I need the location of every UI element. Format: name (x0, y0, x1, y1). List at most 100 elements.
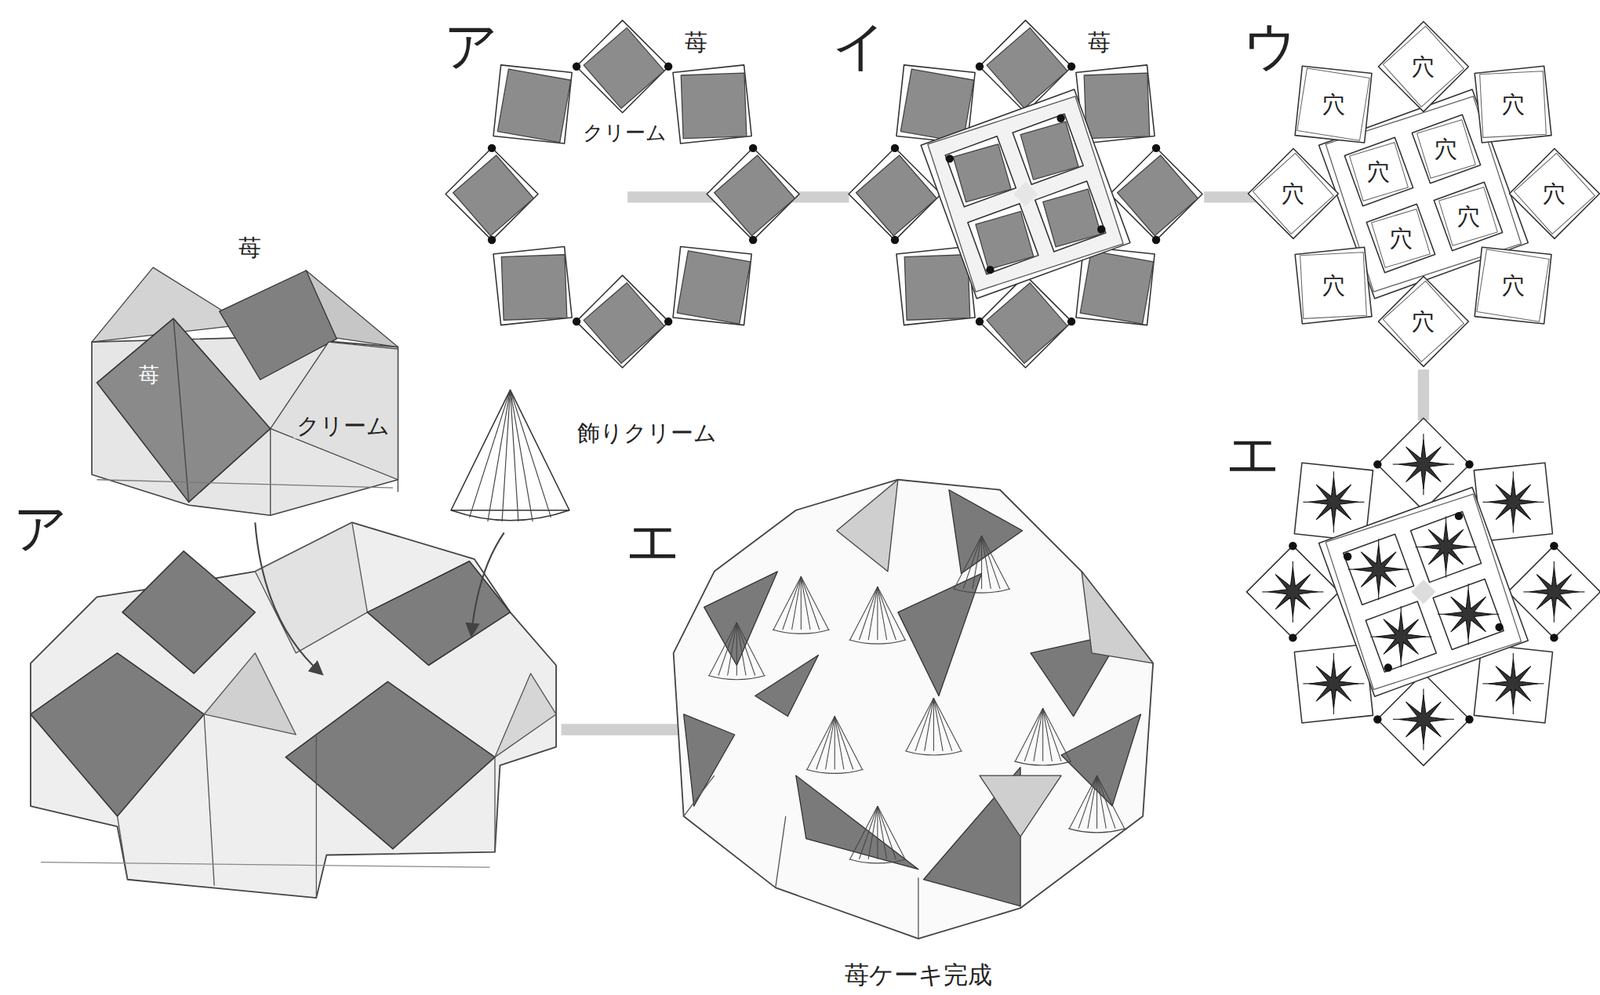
cone-fold (469, 389, 510, 518)
flow-bar (1418, 369, 1430, 421)
pyramid-face (1081, 571, 1153, 664)
hole-label: 穴 (1367, 160, 1390, 183)
square-outline (1295, 65, 1373, 143)
star-symbol (1443, 589, 1493, 639)
junction-dot (1152, 236, 1160, 244)
cone-fold (877, 806, 896, 860)
square-outline (1297, 68, 1370, 141)
square-outline (1476, 249, 1550, 322)
junction-dot (945, 154, 954, 163)
part-label: 苺 (138, 363, 160, 386)
cone-fold (858, 586, 877, 640)
square-outline (1439, 186, 1499, 246)
junction-dot (985, 265, 994, 274)
hole-label: 穴 (1322, 274, 1346, 298)
hole-label: 穴 (1501, 92, 1525, 116)
grey-square (856, 155, 938, 237)
fold-line (683, 775, 715, 817)
fold-line (29, 663, 31, 715)
pyramid-face (979, 775, 1062, 837)
cone-fold (915, 698, 934, 752)
junction-dot (1465, 715, 1473, 724)
center-mark (1410, 579, 1436, 604)
junction-dot (1343, 552, 1352, 561)
junction-dot (1288, 541, 1297, 550)
hole-square: 穴 (1377, 20, 1470, 113)
strawberry-face (97, 318, 271, 502)
junction-dot (890, 236, 899, 244)
cake-walls (673, 480, 1153, 939)
part-label: 苺 (1087, 30, 1111, 55)
star-symbol (1399, 440, 1448, 489)
square-outline (1365, 601, 1437, 673)
strawberry-face (683, 714, 735, 807)
cone-base (848, 859, 906, 864)
pyramid-face (203, 653, 296, 735)
step-letter: イ (832, 16, 888, 75)
cone-fold (718, 622, 737, 677)
square-outline (1252, 153, 1334, 235)
cone-fold (877, 806, 906, 860)
cone-fold (933, 698, 961, 752)
cone-base (952, 589, 1011, 593)
square-outline (1513, 153, 1595, 235)
cone-fold (981, 535, 1010, 590)
part-label: クリーム (294, 414, 393, 439)
hole-label: 穴 (1501, 274, 1525, 298)
cone-fold (1043, 708, 1071, 762)
cone-fold (487, 389, 511, 522)
cream-cone (450, 389, 570, 511)
square-outline (1035, 181, 1106, 252)
square-outline (1343, 534, 1415, 605)
cone-fold (850, 806, 878, 860)
square-outline (576, 275, 670, 368)
step-letter: エ (625, 511, 681, 570)
star-symbol (1488, 659, 1538, 709)
hole-square: 穴 (1365, 203, 1437, 274)
grey-square (952, 144, 1011, 203)
square-outline (1509, 149, 1600, 240)
cone-fold (800, 576, 829, 630)
cone-fold (924, 698, 935, 752)
square-outline (1300, 252, 1368, 320)
square-outline (945, 136, 1016, 208)
junction-dot (890, 144, 899, 153)
cone-fold (1015, 708, 1044, 762)
hole-label: 穴 (1411, 54, 1435, 78)
cone-fold (1042, 708, 1044, 762)
square-outline (1475, 247, 1553, 324)
square-outline (920, 89, 1131, 299)
cone-fold (510, 389, 534, 522)
cone-fold (816, 716, 835, 771)
cone-fold (800, 576, 819, 630)
strawberry-face (1061, 714, 1141, 807)
cone-fold (905, 698, 934, 752)
grey-square (1117, 155, 1199, 237)
hole-label: 穴 (1434, 138, 1458, 161)
junction-dot (975, 62, 984, 71)
hole-label: 穴 (1411, 309, 1435, 333)
square-outline (1382, 25, 1464, 107)
cone-fold (807, 716, 835, 771)
square-outline (672, 65, 752, 144)
cone-fold (1024, 708, 1043, 762)
cone-base (450, 510, 570, 521)
square-outline (1475, 65, 1553, 143)
cream-face (254, 522, 368, 654)
caption-label: 苺ケーキ完成 (844, 960, 993, 988)
flow-bar (561, 723, 687, 735)
fold-line (173, 318, 190, 502)
junction-dot (1373, 715, 1382, 724)
junction-dot (1288, 633, 1297, 642)
junction-dot (1097, 225, 1106, 233)
junction-dot (975, 317, 984, 326)
hole-square: 穴 (1508, 147, 1600, 240)
fold-line (97, 480, 393, 488)
junction-dot (1067, 62, 1076, 71)
cone-fold (1078, 775, 1097, 830)
grey-square (676, 250, 750, 324)
cone-fold (1096, 775, 1098, 830)
grey-square (497, 69, 571, 142)
cone-fold (868, 806, 878, 860)
square-outline (706, 148, 800, 241)
